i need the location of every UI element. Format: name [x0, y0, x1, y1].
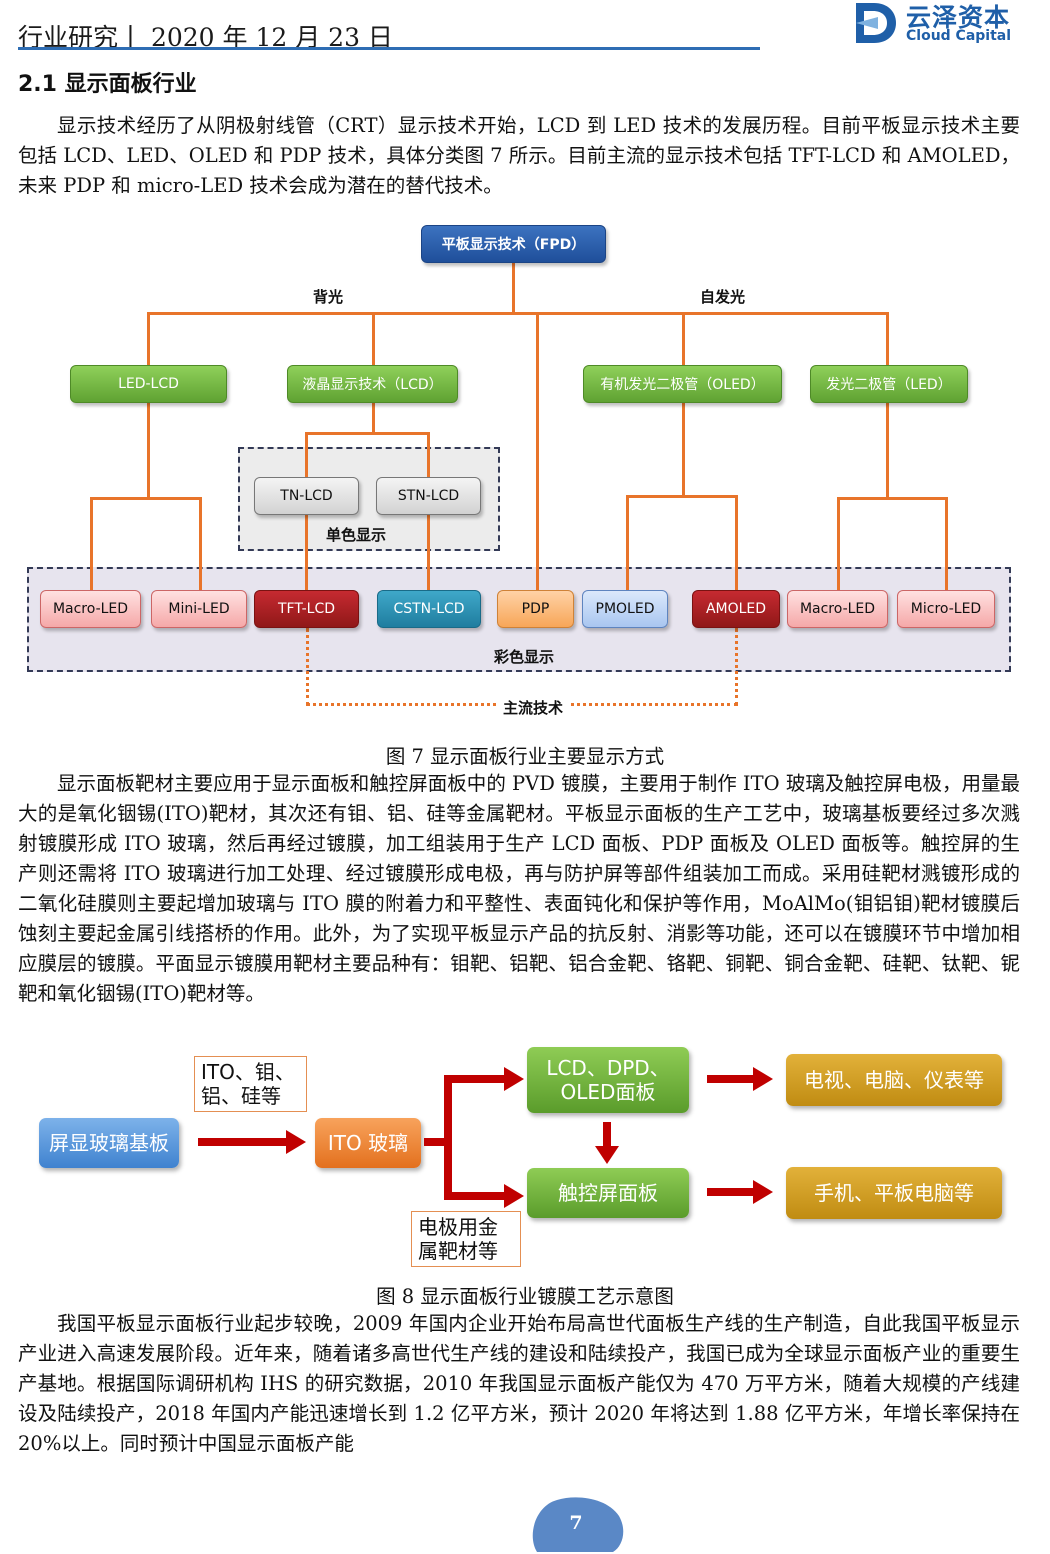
figure-7-diagram: 背光 自发光 单色显示 彩色显示 主流技术 平板显示技术（FPD） LED-LC…	[0, 0, 1050, 720]
node-oled: 有机发光二极管（OLED）	[583, 365, 782, 403]
connector	[90, 497, 93, 590]
node-fpd: 平板显示技术（FPD）	[421, 225, 606, 263]
node-macro-led-2: Macro-LED	[787, 590, 888, 628]
connector	[372, 402, 375, 434]
box-touch-panel: 触控屏面板	[527, 1168, 689, 1218]
node-led-lcd: LED-LCD	[70, 365, 227, 403]
branch-bottom	[444, 1192, 506, 1200]
node-tn-lcd: TN-LCD	[254, 477, 359, 515]
note-line-2: 铝、硅等	[201, 1084, 281, 1108]
node-pdp: PDP	[497, 590, 574, 628]
node-pmoled: PMOLED	[582, 590, 668, 628]
connector	[682, 402, 685, 497]
connector	[512, 262, 515, 314]
connector	[837, 497, 840, 590]
mono-group-box	[238, 447, 500, 551]
color-group-box	[27, 567, 1011, 672]
logo-text-cn: 云泽资本	[906, 3, 1011, 32]
section-title: 2.1 显示面板行业	[18, 72, 197, 97]
arrow-head	[753, 1180, 773, 1204]
node-led: 发光二极管（LED）	[810, 365, 968, 403]
branch-vertical	[444, 1075, 452, 1200]
connector	[536, 312, 539, 590]
box-output-phone: 手机、平板电脑等	[786, 1167, 1002, 1219]
connector	[626, 495, 738, 498]
arrow-head	[504, 1184, 524, 1208]
box-output-tv: 电视、电脑、仪表等	[786, 1054, 1002, 1106]
branch-stub	[424, 1138, 452, 1146]
logo-icon	[856, 3, 896, 43]
label-backlight: 背光	[313, 288, 344, 306]
connector	[682, 312, 685, 366]
node-mini-led: Mini-LED	[151, 590, 247, 628]
connector	[199, 497, 202, 590]
figure-8-caption: 图 8 显示面板行业镀膜工艺示意图	[376, 1285, 674, 1308]
down-arrow-shaft	[603, 1122, 611, 1148]
box-ito-glass: ITO 玻璃	[315, 1118, 421, 1168]
note-line-2: 属靶材等	[418, 1239, 498, 1263]
page-number-badge: 7	[527, 1496, 625, 1554]
label-color: 彩色显示	[494, 648, 555, 666]
paragraph-1: 显示技术经历了从阴极射线管（CRT）显示技术开始，LCD 到 LED 技术的发展…	[18, 114, 1020, 197]
connector	[147, 312, 889, 315]
connector	[886, 312, 889, 366]
node-stn-lcd: STN-LCD	[376, 477, 481, 515]
mainstream-connector	[306, 628, 738, 706]
paragraph-2: 显示面板靶材主要应用于显示面板和触控屏面板中的 PVD 镀膜，主要用于制作 IT…	[18, 772, 1020, 1005]
note-electrode-targets: 电极用金 属靶材等	[411, 1211, 521, 1267]
label-emissive: 自发光	[700, 288, 746, 306]
arrow-head	[753, 1067, 773, 1091]
node-amoled: AMOLED	[692, 590, 780, 628]
figure-7-caption: 图 7 显示面板行业主要显示方式	[385, 745, 665, 768]
label-mono: 单色显示	[326, 526, 387, 544]
connector	[305, 432, 308, 590]
company-logo: 云泽资本 Cloud Capital	[852, 0, 1032, 46]
header-rule	[18, 47, 760, 50]
note-line-1: 电极用金	[418, 1215, 498, 1239]
connector	[886, 402, 889, 499]
node-tft-lcd: TFT-LCD	[254, 590, 359, 628]
arrow-shaft	[707, 1075, 755, 1083]
connector	[735, 495, 738, 590]
connector	[427, 432, 430, 590]
node-macro-led: Macro-LED	[40, 590, 141, 628]
label-mainstream: 主流技术	[497, 697, 570, 718]
note-line-1: ITO、钼、	[201, 1060, 295, 1084]
box-glass-substrate: 屏显玻璃基板	[39, 1118, 179, 1168]
panel-line-2: OLED面板	[560, 1080, 656, 1104]
arrow-head	[504, 1067, 524, 1091]
arrow-head	[286, 1130, 306, 1154]
down-arrow-head	[595, 1146, 619, 1164]
box-panels: LCD、DPD、 OLED面板	[527, 1047, 689, 1113]
connector	[90, 497, 202, 500]
page-number-shape	[532, 1497, 624, 1552]
note-target-materials: ITO、钼、 铝、硅等	[194, 1056, 307, 1112]
node-micro-led: Micro-LED	[897, 590, 995, 628]
connector	[372, 312, 375, 366]
node-cstn-lcd: CSTN-LCD	[377, 590, 481, 628]
logo-text-en: Cloud Capital	[906, 28, 1012, 44]
node-lcd: 液晶显示技术（LCD）	[287, 365, 458, 403]
branch-top	[444, 1075, 506, 1083]
connector	[945, 497, 948, 590]
connector	[147, 312, 150, 366]
page-number: 7	[569, 1512, 583, 1534]
paragraph-3: 我国平板显示面板行业起步较晚，2009 年国内企业开始布局高世代面板生产线的生产…	[18, 1312, 1020, 1455]
arrow-shaft	[198, 1138, 288, 1146]
connector	[305, 432, 430, 435]
connector	[147, 402, 150, 499]
arrow-shaft	[707, 1188, 755, 1196]
connector	[626, 495, 629, 590]
panel-line-1: LCD、DPD、	[546, 1056, 670, 1080]
connector	[837, 497, 948, 500]
